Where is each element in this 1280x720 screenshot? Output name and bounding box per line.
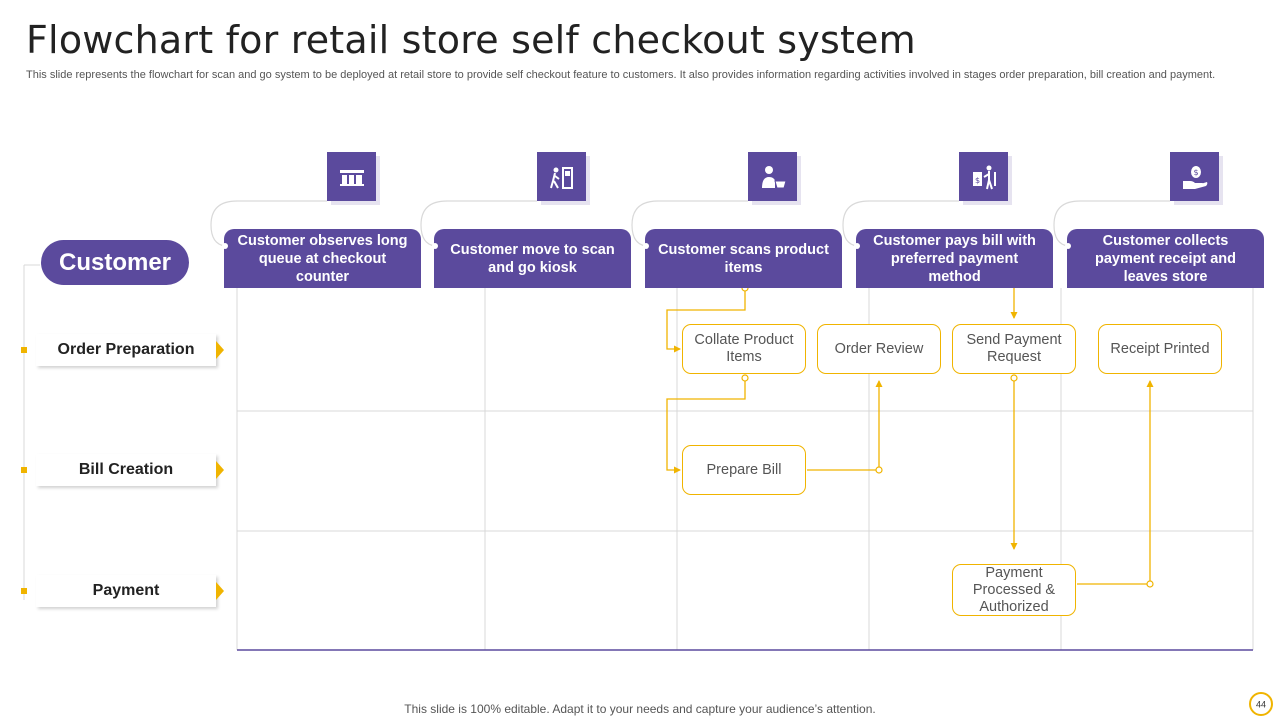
process-prepare-bill: Prepare Bill (682, 445, 806, 495)
stage-header: Customer move to scan and go kiosk (434, 229, 631, 288)
row-marker (21, 588, 27, 594)
row-arrow (216, 461, 224, 479)
page-number-badge: 44 (1249, 692, 1273, 716)
stage-connector-curves (210, 200, 1170, 247)
svg-text:$: $ (1193, 168, 1198, 177)
process-payment-processed: Payment Processed & Authorized (952, 564, 1076, 616)
svg-text:$: $ (974, 176, 979, 185)
process-order-review: Order Review (817, 324, 941, 374)
row-label-order-preparation: Order Preparation (36, 334, 216, 366)
shopper-basket-icon (748, 152, 797, 201)
footer-note: This slide is 100% editable. Adapt it to… (404, 702, 876, 716)
process-collate-product-items: Collate Product Items (682, 324, 806, 374)
row-marker (21, 347, 27, 353)
stage-connector-dot (643, 243, 649, 249)
process-send-payment-request: Send Payment Request (952, 324, 1076, 374)
payment-terminal-icon: $ (959, 152, 1008, 201)
stage-connector-dot (1065, 243, 1071, 249)
flow-junctions (741, 284, 1154, 588)
stage-connector-dot (432, 243, 438, 249)
row-arrow (216, 341, 224, 359)
row-arrow (216, 582, 224, 600)
page-subtitle: This slide represents the flowchart for … (26, 69, 1216, 81)
process-receipt-printed: Receipt Printed (1098, 324, 1222, 374)
swimlane-grid (23, 264, 1254, 650)
page-title: Flowchart for retail store self checkout… (26, 18, 916, 62)
stage-connector-dot (854, 243, 860, 249)
kiosk-icon (537, 152, 586, 201)
stage-connector-dot (222, 243, 228, 249)
stage-header: Customer pays bill with preferred paymen… (856, 229, 1053, 288)
row-marker (21, 467, 27, 473)
stage-header: Customer collects payment receipt and le… (1067, 229, 1264, 288)
checkout-counter-icon (327, 152, 376, 201)
stage-header: Customer scans product items (645, 229, 842, 288)
row-label-bill-creation: Bill Creation (36, 454, 216, 486)
stage-header: Customer observes long queue at checkout… (224, 229, 421, 288)
hand-money-icon: $ (1170, 152, 1219, 201)
actor-label: Customer (41, 240, 189, 285)
page-number: 44 (1256, 700, 1266, 710)
row-label-payment: Payment (36, 575, 216, 607)
